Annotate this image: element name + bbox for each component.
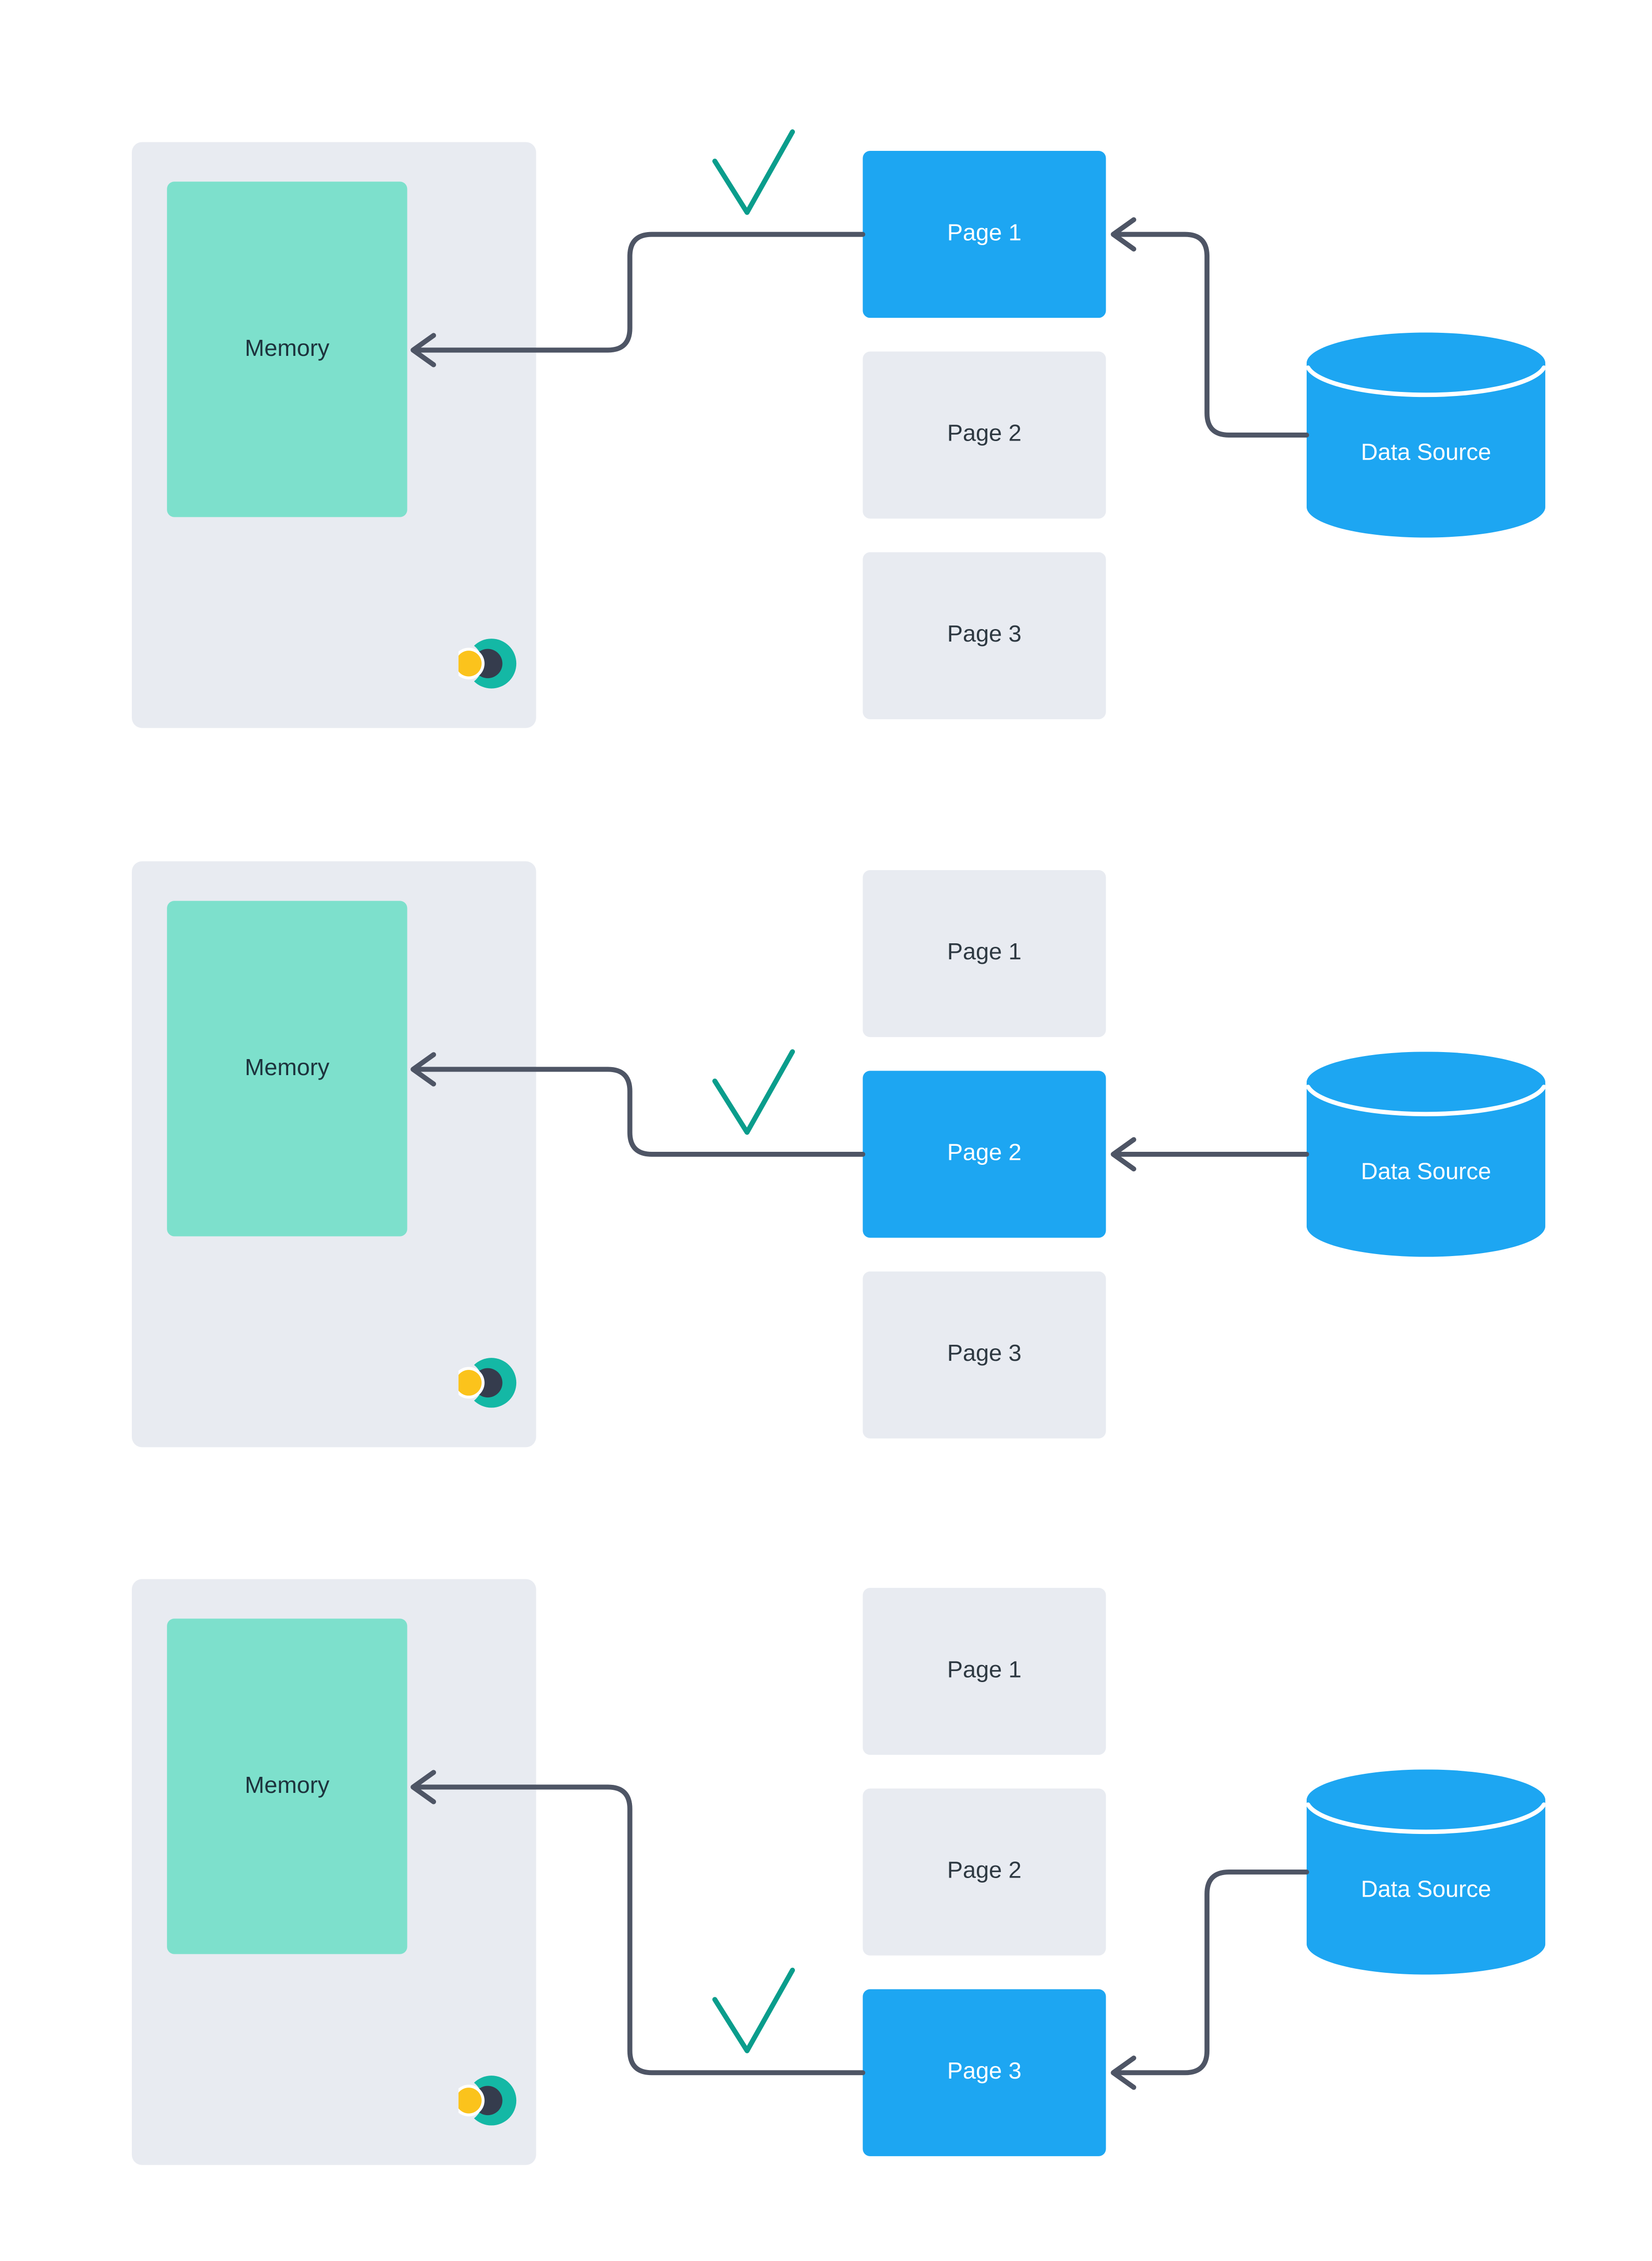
page-1-label: Page 1	[947, 940, 1022, 965]
page-3-label: Page 3	[947, 2060, 1022, 2085]
memory-box: Memory	[167, 181, 407, 517]
eclipse-logo-icon	[458, 1358, 517, 1408]
memory-box: Memory	[167, 1618, 407, 1954]
page-1-card: Page 1	[863, 151, 1106, 318]
page-2-card: Page 2	[863, 1071, 1106, 1238]
page-2-card: Page 2	[863, 351, 1106, 519]
memory-label: Memory	[245, 336, 330, 361]
page-3-card: Page 3	[863, 1271, 1106, 1438]
paging-step-1: Memory Page 1 Page 2 Page 3 Data Source	[0, 142, 1652, 728]
page-2-card: Page 2	[863, 1788, 1106, 1956]
page-1-label: Page 1	[947, 1658, 1022, 1683]
database-cylinder-icon	[1306, 1769, 1546, 1975]
eclipse-logo-icon	[458, 639, 517, 689]
page-2-label: Page 2	[947, 1141, 1022, 1166]
page-3-card: Page 3	[863, 1989, 1106, 2156]
page-2-label: Page 2	[947, 1859, 1022, 1884]
page-1-label: Page 1	[947, 221, 1022, 246]
page-1-card: Page 1	[863, 1587, 1106, 1755]
page-1-card: Page 1	[863, 870, 1106, 1038]
eclipse-logo-icon	[458, 2076, 517, 2126]
memory-box: Memory	[167, 901, 407, 1237]
page-2-label: Page 2	[947, 422, 1022, 447]
memory-label: Memory	[245, 1773, 330, 1798]
paging-step-3: Memory Page 1 Page 2 Page 3 Data Source	[0, 1579, 1652, 2165]
data-source-label: Data Source	[1361, 1160, 1492, 1185]
page-3-card: Page 3	[863, 552, 1106, 719]
page-3-label: Page 3	[947, 623, 1022, 648]
memory-label: Memory	[245, 1055, 330, 1081]
page-3-label: Page 3	[947, 1342, 1022, 1367]
database-cylinder-icon	[1306, 332, 1546, 538]
database-cylinder-icon	[1306, 1052, 1546, 1257]
data-source-label: Data Source	[1361, 1878, 1492, 1903]
paging-step-2: Memory Page 1 Page 2 Page 3 Data Source	[0, 861, 1652, 1448]
data-source-label: Data Source	[1361, 441, 1492, 466]
